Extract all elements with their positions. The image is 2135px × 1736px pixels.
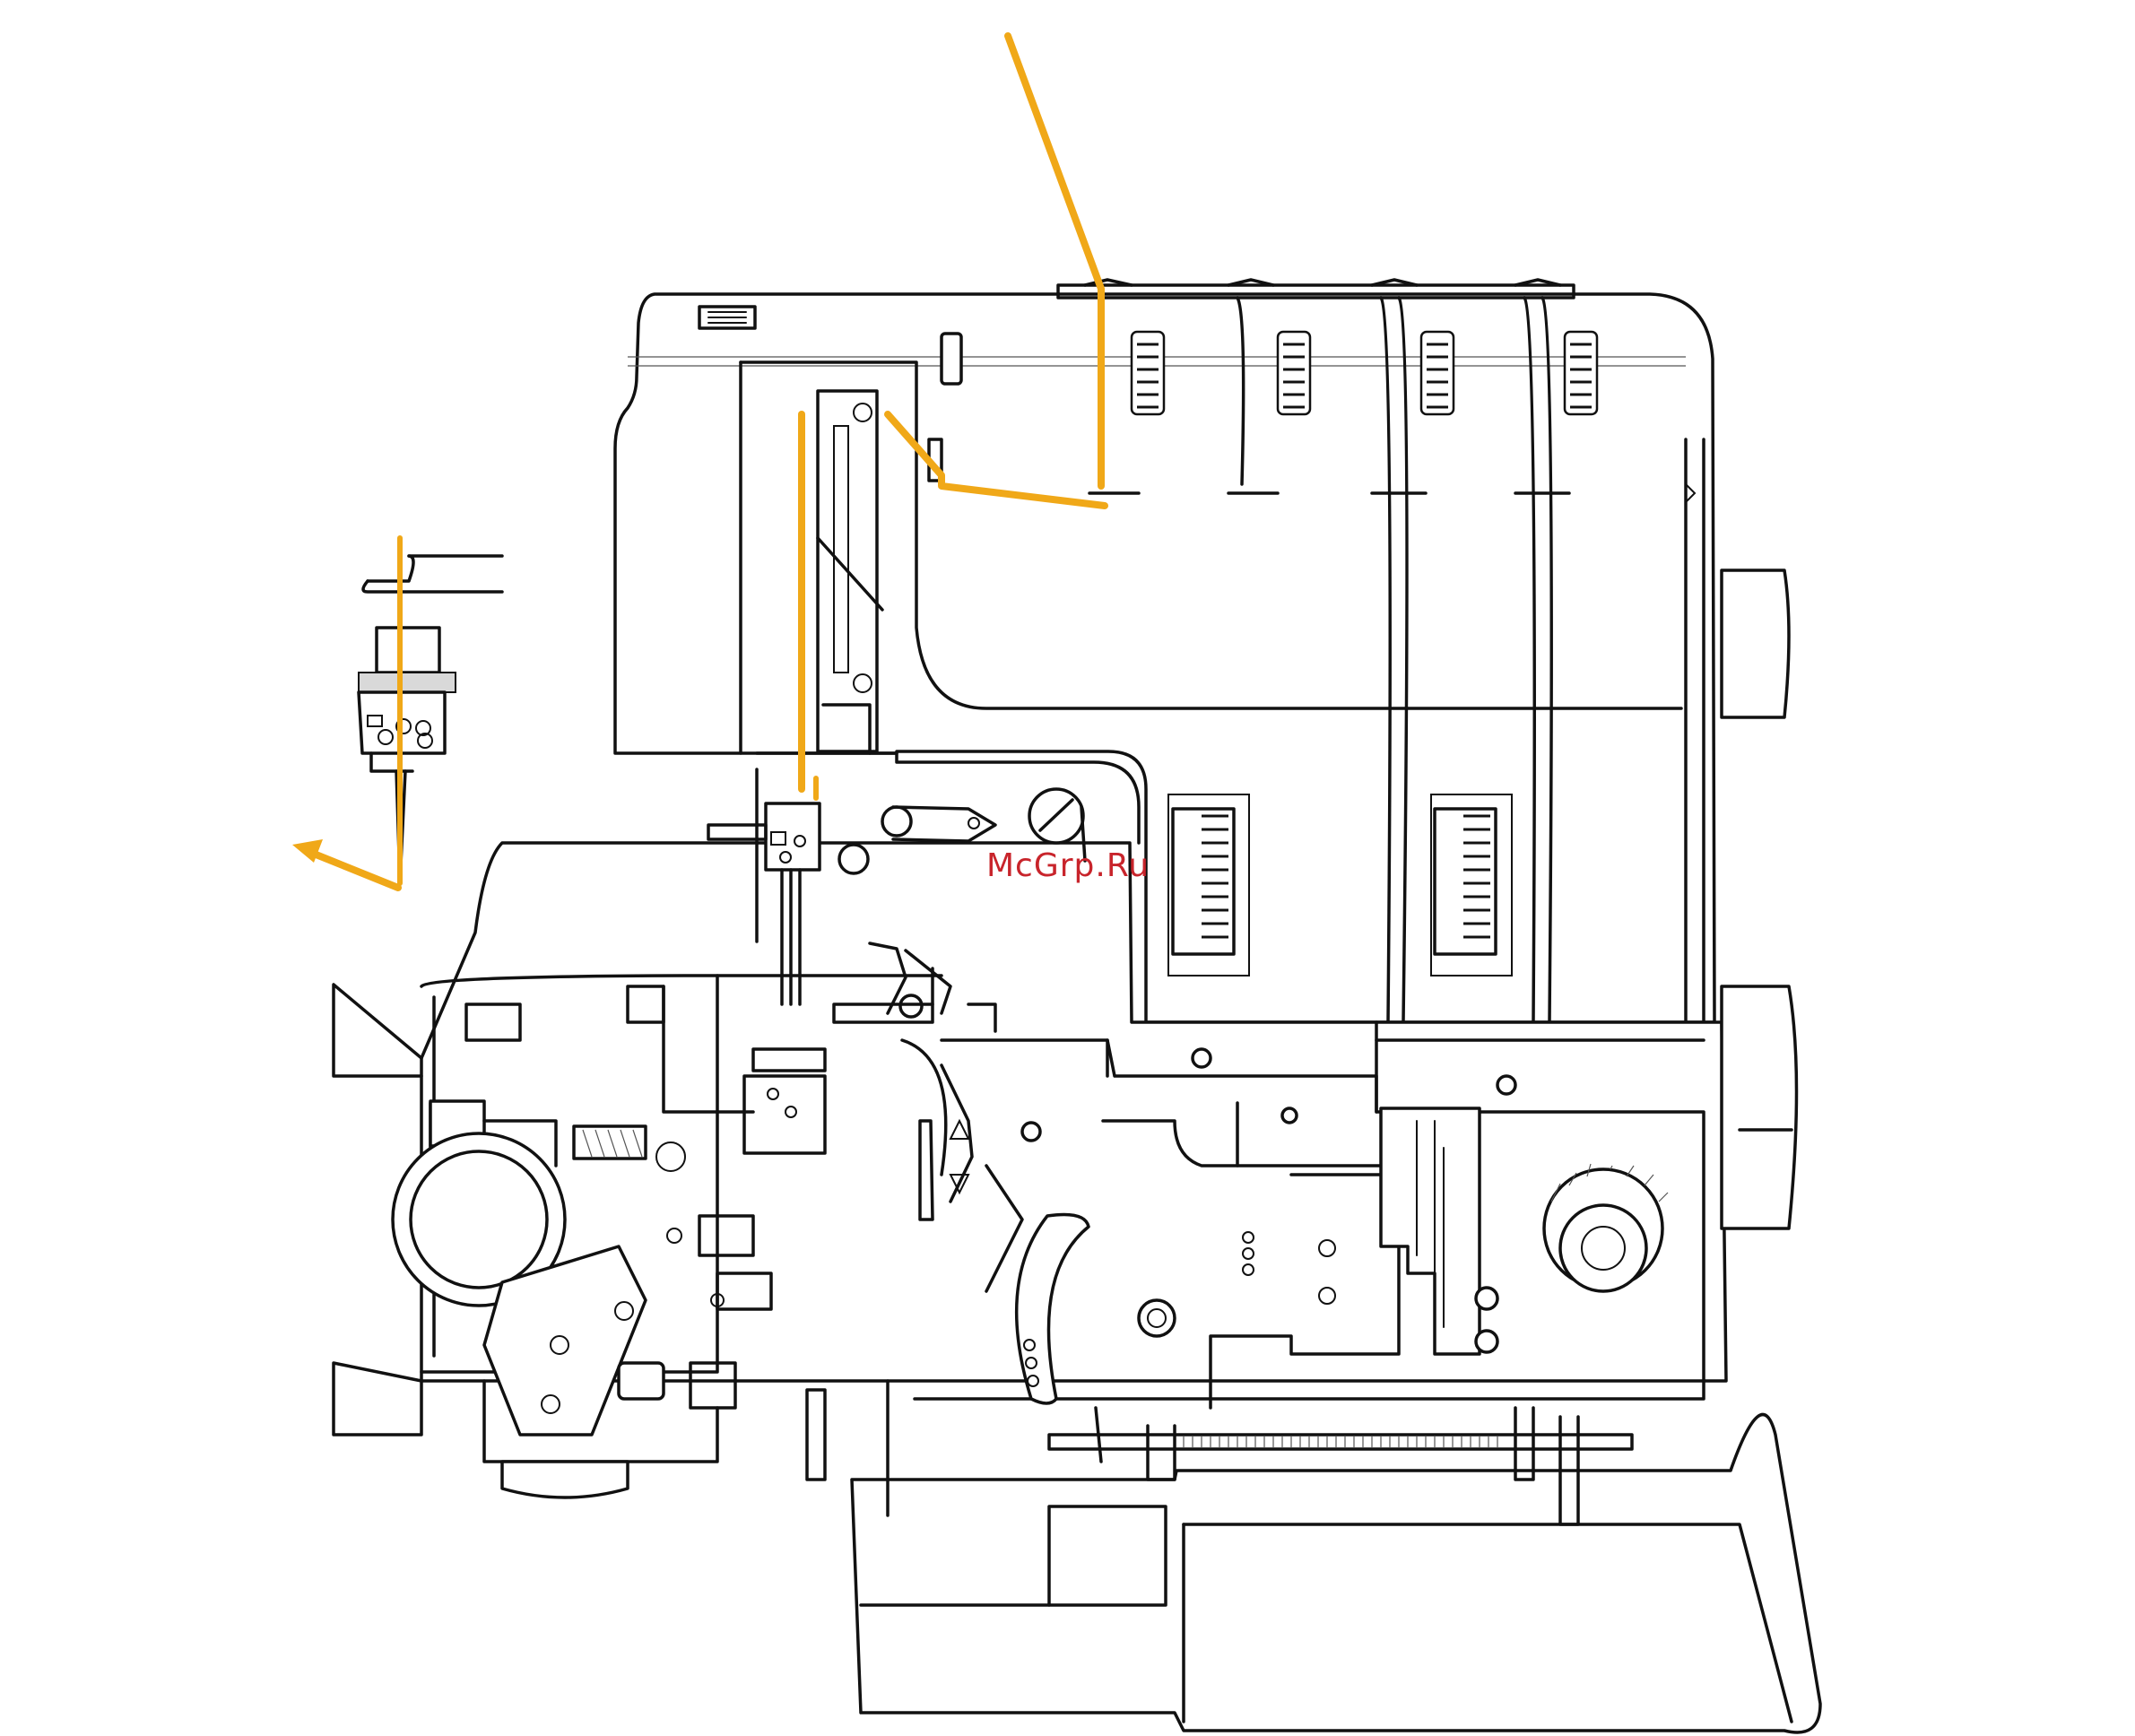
watermark-text: McGrp.Ru bbox=[986, 847, 1150, 884]
thread-arrow bbox=[292, 839, 398, 888]
needle-detail-inset bbox=[359, 556, 502, 883]
lower-cover bbox=[807, 1381, 1820, 1732]
handwheel[interactable] bbox=[1722, 570, 1797, 1228]
